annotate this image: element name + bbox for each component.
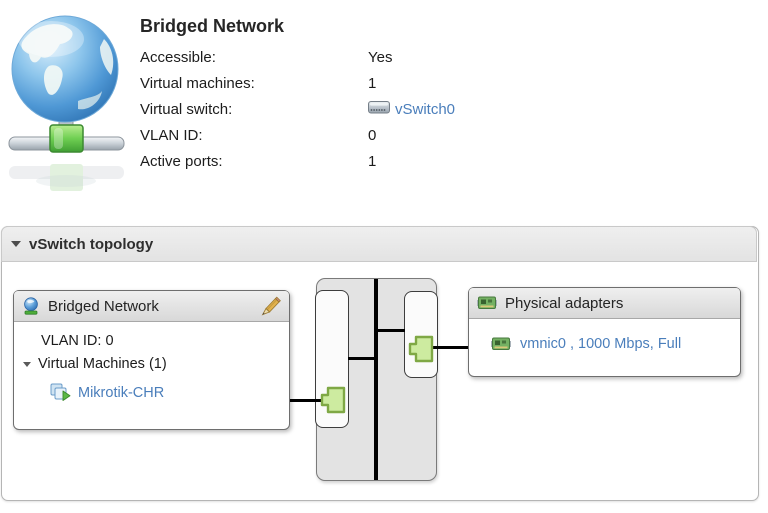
vswitch-bus-line bbox=[374, 279, 378, 480]
vswitch-icon bbox=[368, 100, 390, 118]
nic-link[interactable]: vmnic0 , 1000 Mbps, Full bbox=[520, 336, 682, 352]
chevron-down-icon bbox=[23, 361, 31, 367]
wire-to-nic bbox=[431, 346, 469, 349]
property-label: Accessible: bbox=[140, 48, 216, 66]
property-row-active-ports: Active ports: 1 bbox=[140, 148, 620, 174]
property-value: 0 bbox=[368, 126, 377, 144]
network-globe-icon bbox=[8, 13, 126, 200]
portgroup-properties: Accessible: Yes Virtual machines: 1 Virt… bbox=[140, 44, 620, 174]
physical-adapters-title: Physical adapters bbox=[505, 294, 624, 312]
wire-left-to-bus bbox=[348, 357, 376, 360]
property-label: Virtual machines: bbox=[140, 74, 255, 92]
vswitch-uplink-side bbox=[404, 291, 438, 378]
property-value: 1 bbox=[368, 74, 377, 92]
property-value: 1 bbox=[368, 152, 377, 170]
vlan-id-label: VLAN ID: 0 bbox=[41, 333, 114, 349]
vm-group-toggle[interactable]: Virtual Machines (1) bbox=[23, 356, 289, 372]
property-label: Active ports: bbox=[140, 152, 223, 170]
property-row-virtual-switch: Virtual switch: bbox=[140, 96, 620, 122]
property-value: Yes bbox=[368, 48, 393, 66]
portgroup-box-title: Bridged Network bbox=[48, 297, 159, 315]
vm-link[interactable]: Mikrotik-CHR bbox=[78, 384, 165, 401]
nic-icon bbox=[477, 296, 497, 310]
property-row-vlan-id: VLAN ID: 0 bbox=[140, 122, 620, 148]
pencil-icon bbox=[261, 296, 281, 316]
physical-adapters-box: Physical adapters vmnic0 , 1000 Mbps, Fu… bbox=[468, 287, 741, 377]
page-title: Bridged Network bbox=[140, 16, 285, 36]
port-connector-icon bbox=[320, 386, 346, 419]
chevron-down-icon bbox=[11, 241, 21, 247]
panel-title: vSwitch topology bbox=[29, 235, 154, 253]
portgroup-box-header: Bridged Network bbox=[14, 291, 289, 322]
nic-icon bbox=[491, 337, 511, 351]
physical-adapters-header: Physical adapters bbox=[469, 288, 740, 319]
property-row-accessible: Accessible: Yes bbox=[140, 44, 620, 70]
vswitch-topology-header[interactable]: vSwitch topology bbox=[1, 226, 757, 262]
wire-bus-to-right bbox=[377, 329, 405, 332]
property-row-virtual-machines: Virtual machines: 1 bbox=[140, 70, 620, 96]
vm-group-label: Virtual Machines (1) bbox=[38, 356, 167, 372]
portgroup-box: Bridged Network VLAN ID: 0 Virtual Machi… bbox=[13, 290, 290, 430]
property-label: Virtual switch: bbox=[140, 100, 233, 118]
port-connector-icon bbox=[408, 335, 434, 368]
vm-icon bbox=[50, 383, 71, 402]
property-label: VLAN ID: bbox=[140, 126, 203, 144]
vswitch-link[interactable]: vSwitch0 bbox=[395, 100, 456, 118]
globe-icon bbox=[22, 297, 40, 315]
wire-portgroup bbox=[290, 399, 323, 402]
edit-portgroup-button[interactable] bbox=[258, 295, 281, 317]
